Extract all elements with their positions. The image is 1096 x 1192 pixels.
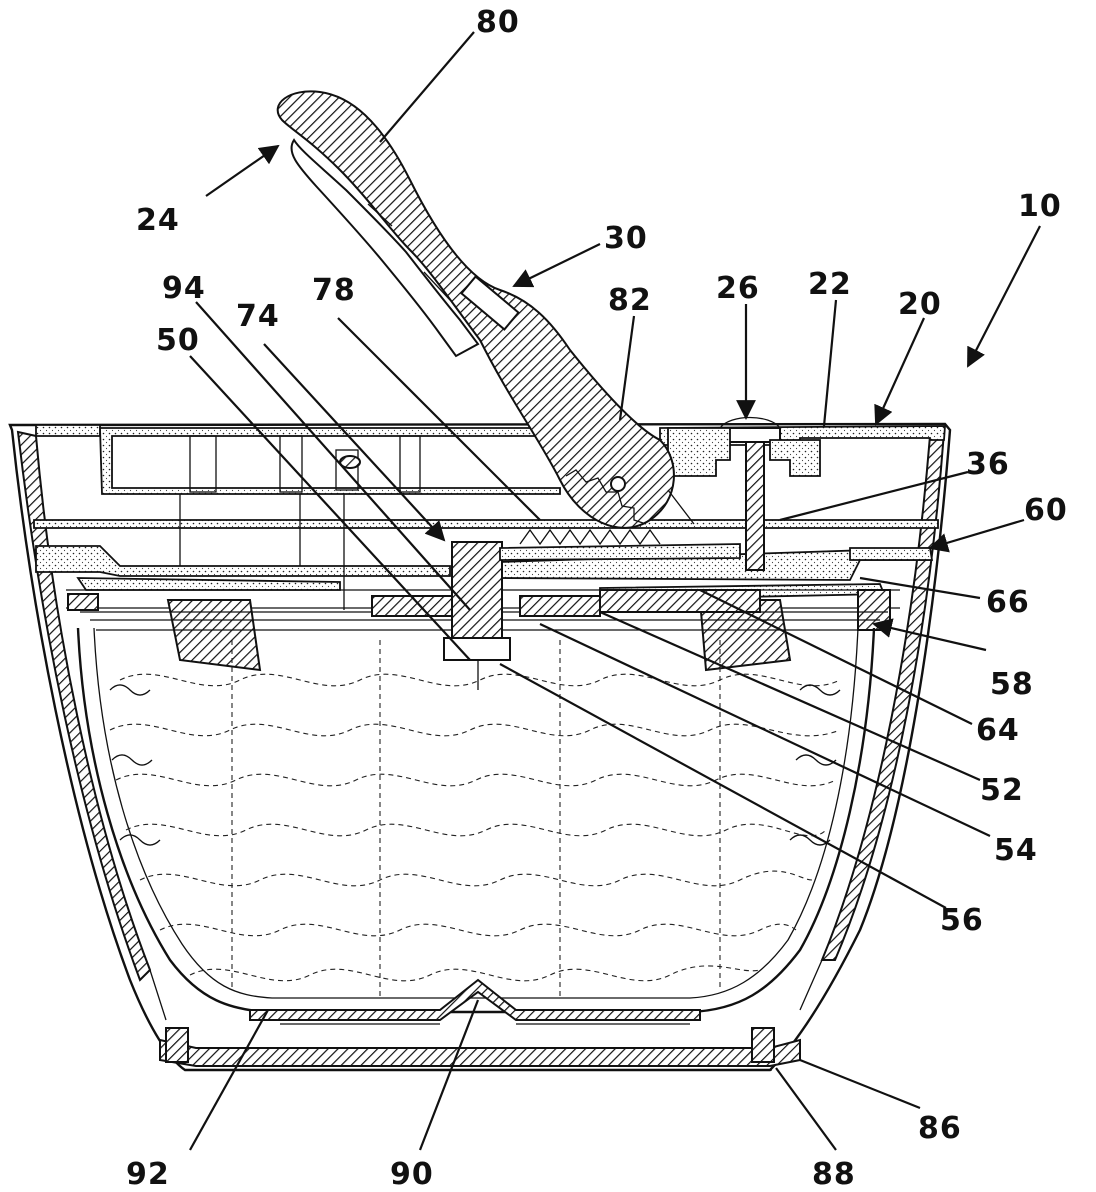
- ref-86: 86: [918, 1111, 962, 1146]
- ref-30: 30: [604, 221, 648, 256]
- ref-50: 50: [156, 323, 200, 358]
- ref-20: 20: [898, 287, 942, 322]
- ref-10: 10: [1018, 189, 1062, 224]
- ref-94: 94: [162, 271, 206, 306]
- ref-64: 64: [976, 713, 1020, 748]
- ref-80: 80: [476, 5, 520, 40]
- ref-90: 90: [390, 1157, 434, 1192]
- ref-52: 52: [980, 773, 1024, 808]
- leader-lines: [189, 31, 1041, 1151]
- reference-numerals: 80 24 30 10 94 74 78 82 26 22 20 50 36 6…: [126, 5, 1068, 1192]
- ref-78: 78: [312, 273, 356, 308]
- ref-92: 92: [126, 1157, 170, 1192]
- handle-lever: [276, 90, 695, 529]
- lid-assembly: [10, 416, 946, 690]
- ref-54: 54: [994, 833, 1038, 868]
- ref-74: 74: [236, 299, 280, 334]
- ref-26: 26: [716, 271, 760, 306]
- ref-60: 60: [1024, 493, 1068, 528]
- ref-82: 82: [608, 283, 652, 318]
- ref-36: 36: [966, 447, 1010, 482]
- inner-bowl: [76, 627, 876, 1025]
- ref-24: 24: [136, 203, 180, 238]
- ref-88: 88: [812, 1157, 856, 1192]
- ref-58: 58: [990, 667, 1034, 702]
- ref-22: 22: [808, 267, 852, 302]
- ref-56: 56: [940, 903, 984, 938]
- ref-66: 66: [986, 585, 1030, 620]
